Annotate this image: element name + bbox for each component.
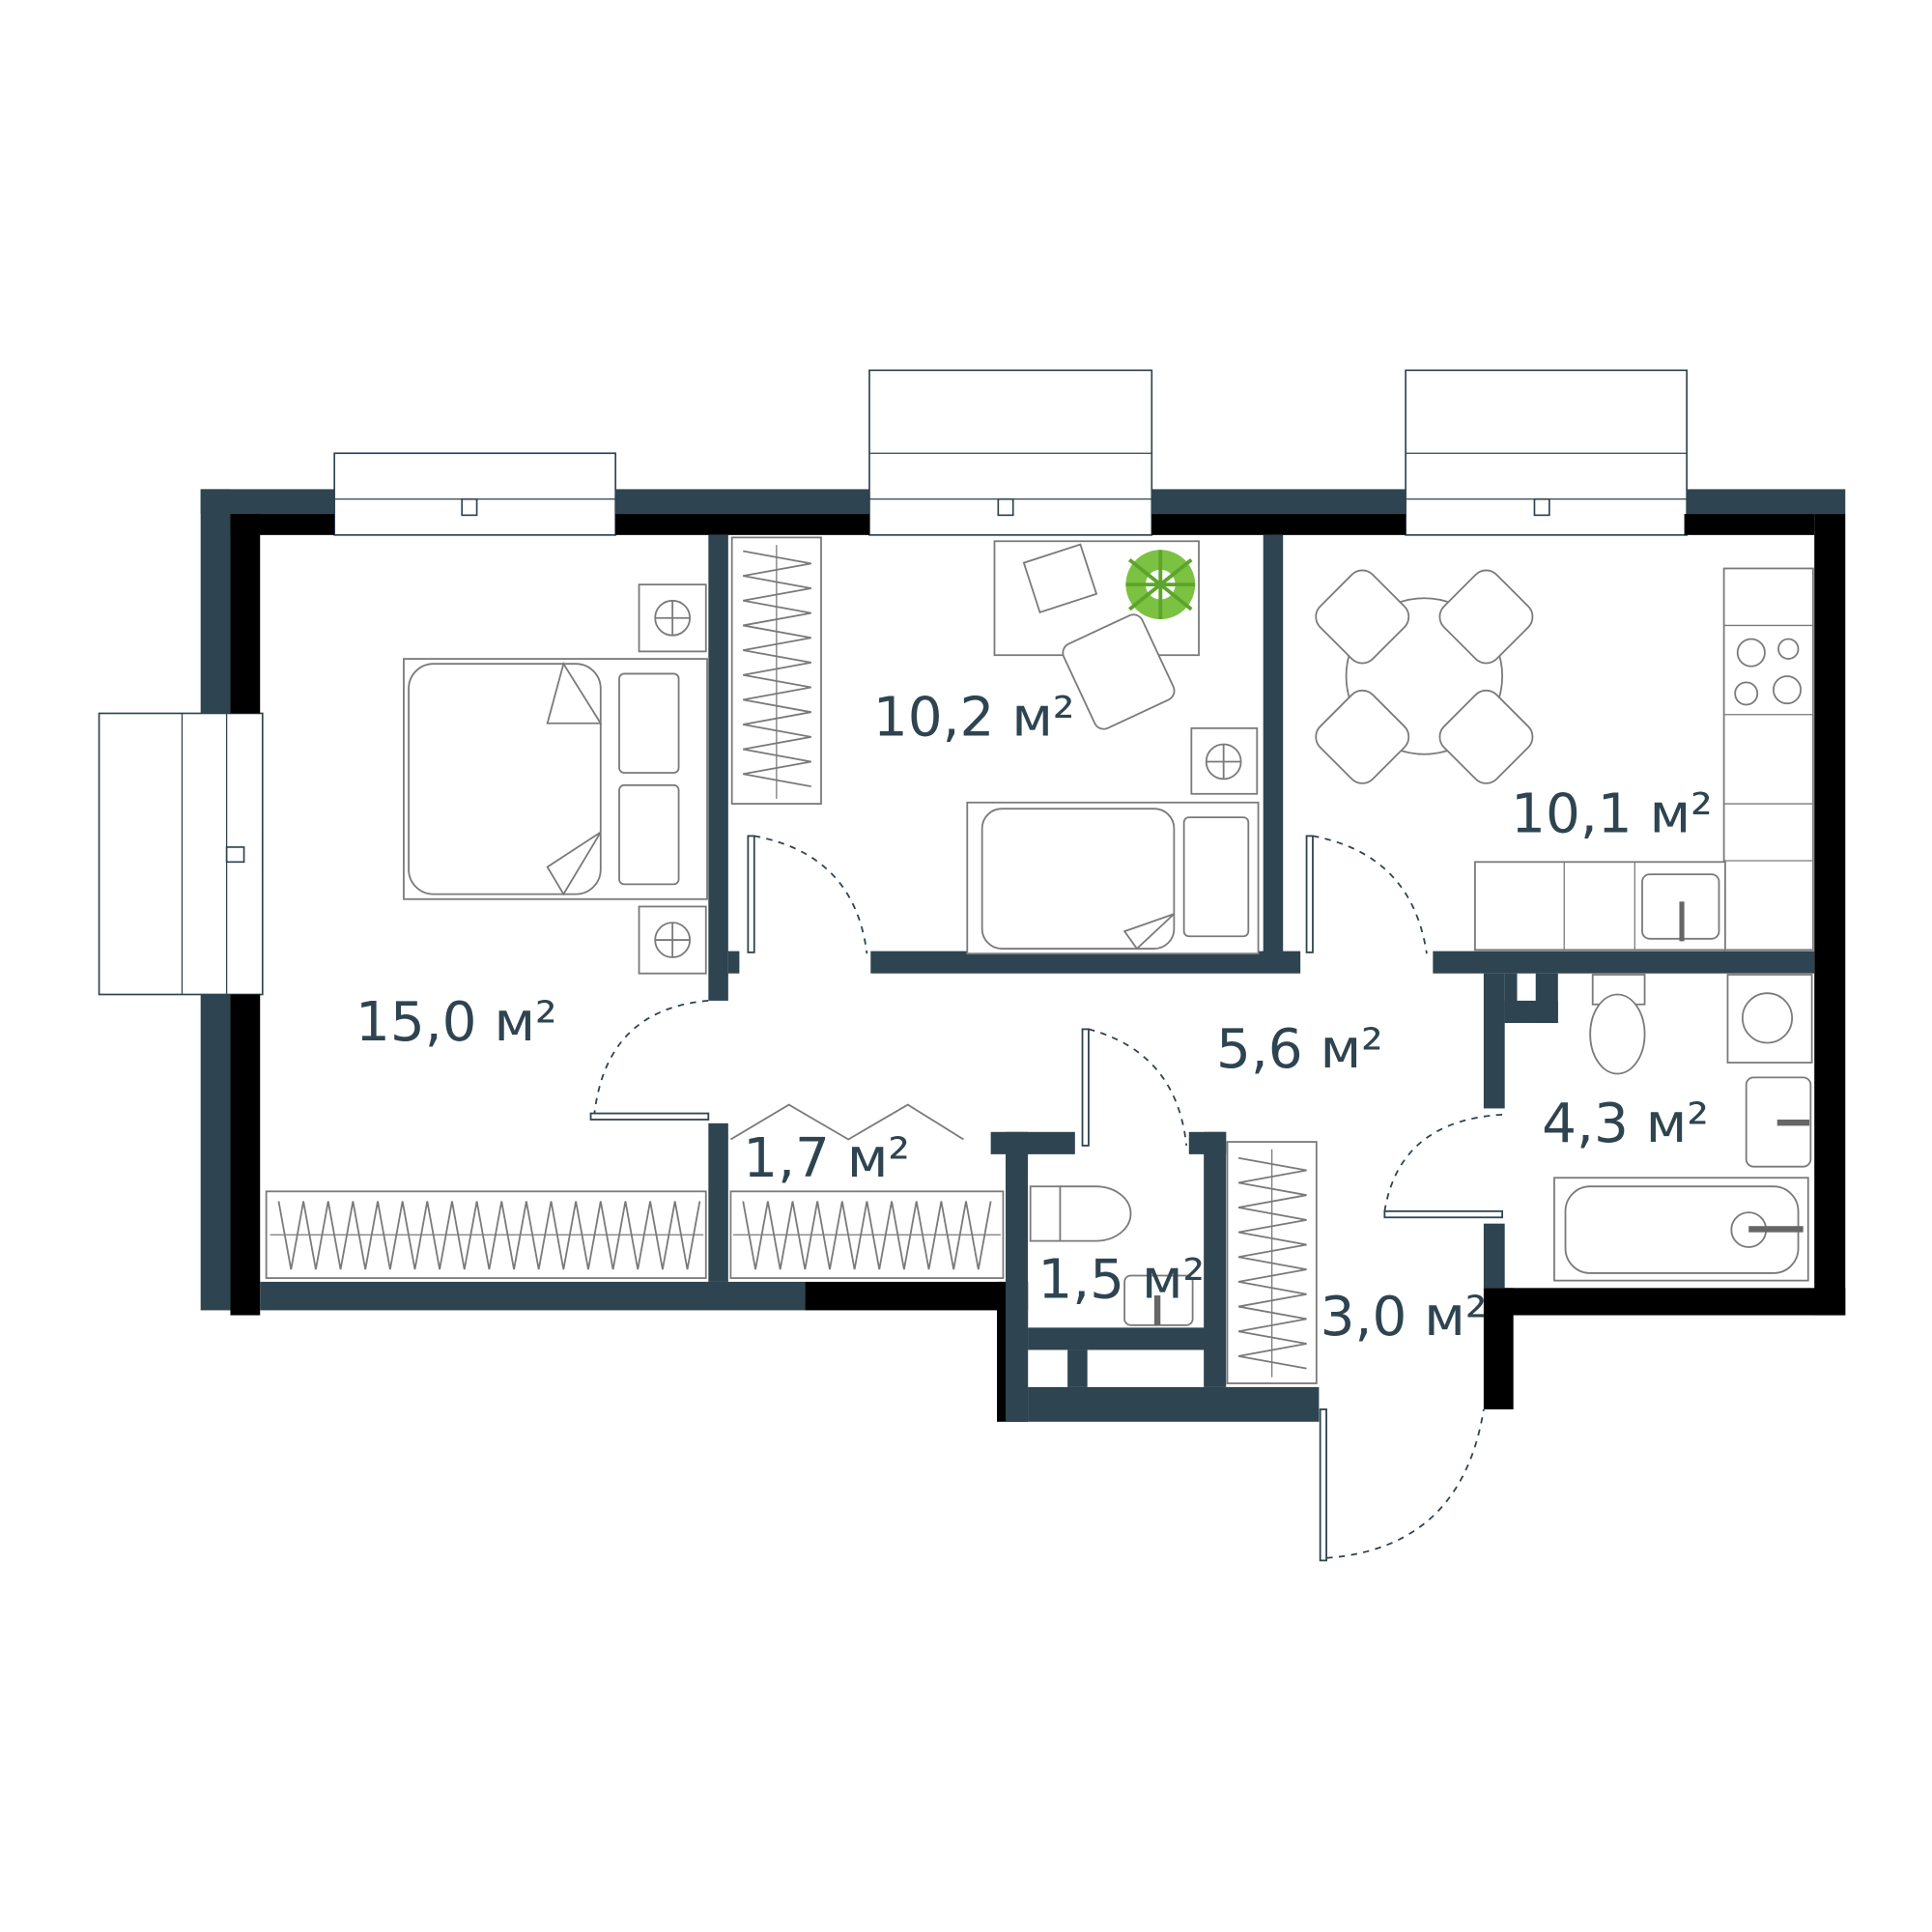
area-label-entrance: 3,0 м² <box>1321 1286 1488 1349</box>
walls <box>200 489 1846 1422</box>
area-label-kitchen: 10,1 м² <box>1511 783 1713 846</box>
area-label-hallway: 5,6 м² <box>1216 1018 1383 1081</box>
windows <box>98 369 1688 996</box>
area-label-bedroom: 15,0 м² <box>355 991 557 1054</box>
area-label-bathroom: 4,3 м² <box>1542 1093 1709 1155</box>
room-labels: 15,0 м² 10,2 м² 10,1 м² 5,6 м² 4,3 м² 1,… <box>355 687 1713 1350</box>
area-label-second-bedroom: 10,2 м² <box>873 687 1075 750</box>
area-label-closet: 1,7 м² <box>743 1127 910 1190</box>
doors <box>589 835 1504 1562</box>
furniture <box>265 536 1814 1384</box>
plant-icon <box>1125 550 1196 620</box>
area-label-toilet: 1,5 м² <box>1037 1249 1205 1312</box>
